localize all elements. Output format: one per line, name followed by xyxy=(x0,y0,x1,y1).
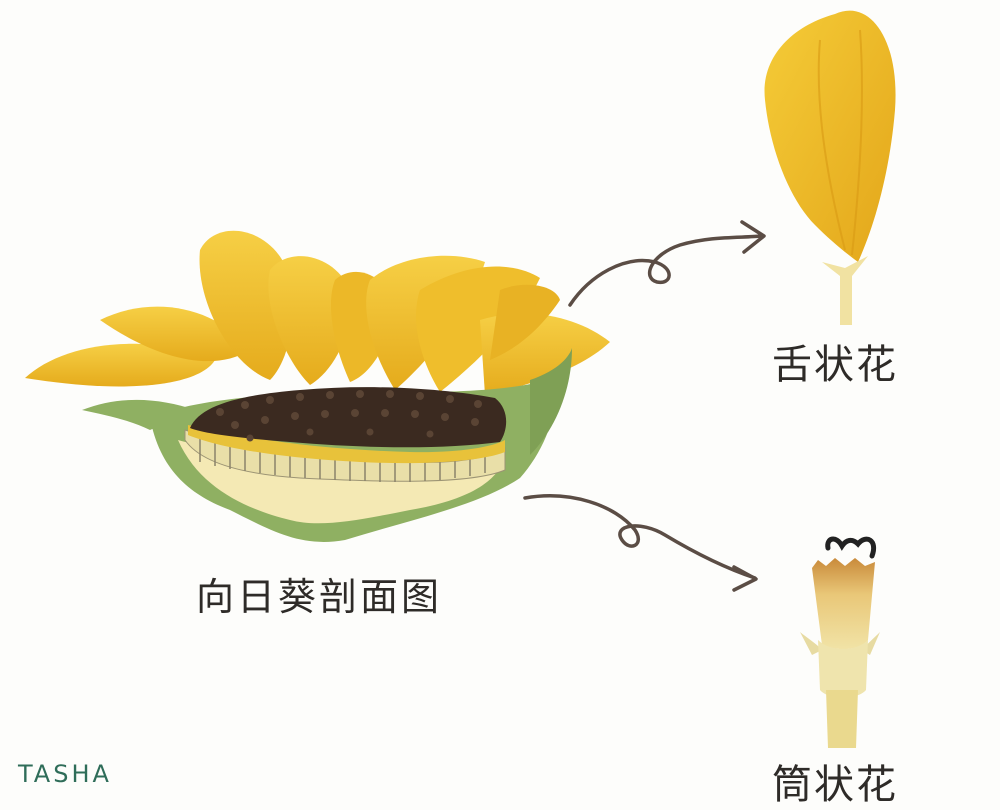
tubular-flower-label: 筒状花 xyxy=(772,762,898,808)
tubular-flower-illustration xyxy=(800,536,880,748)
sunflower-cross-section xyxy=(25,230,610,542)
cross-section-label: 向日葵剖面图 xyxy=(196,575,443,619)
artist-credit: TASHA xyxy=(18,760,112,788)
ray-petals xyxy=(25,230,610,395)
ligulate-flower-label: 舌状花 xyxy=(772,342,898,388)
arrow-to-ligulate xyxy=(568,220,766,307)
ligulate-flower-illustration xyxy=(764,10,896,325)
floret-texture xyxy=(216,390,482,442)
arrow-to-tubular xyxy=(523,494,758,592)
